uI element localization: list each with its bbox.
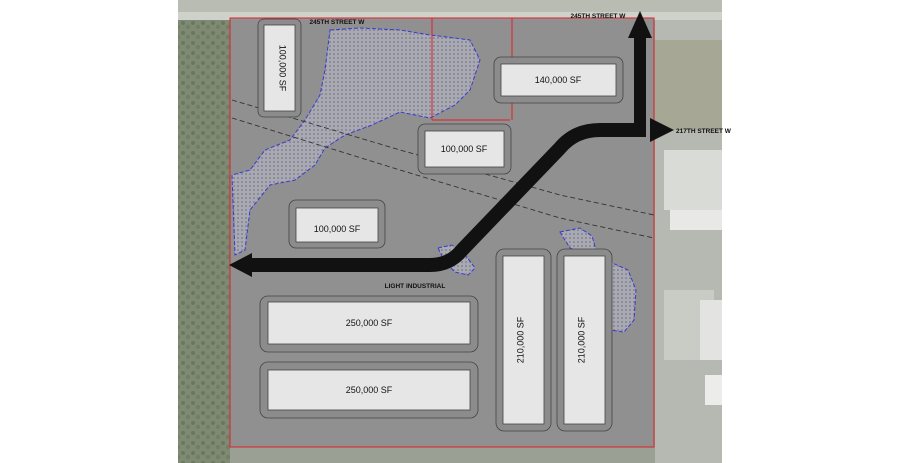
access-road-arrows xyxy=(229,11,674,277)
building-7-label: 210,000 SF xyxy=(516,316,526,363)
road-label-north-right: 245TH STREET W xyxy=(571,13,627,20)
building-1[interactable]: 100,000 SF xyxy=(257,18,302,118)
access-road-path xyxy=(246,123,640,272)
building-7[interactable]: 210,000 SF xyxy=(495,248,552,432)
arrow-west-head xyxy=(229,253,252,277)
road-label-north-left: 245TH STREET W xyxy=(310,19,366,26)
arrow-north-head xyxy=(628,11,652,38)
wetland-north xyxy=(231,27,481,256)
building-8-label: 210,000 SF xyxy=(577,316,587,363)
building-8[interactable]: 210,000 SF xyxy=(556,248,613,432)
building-4-label: 100,000 SF xyxy=(314,224,361,234)
building-3-label: 100,000 SF xyxy=(441,144,488,154)
building-1-label: 100,000 SF xyxy=(278,45,288,92)
building-3[interactable]: 100,000 SF xyxy=(417,123,512,175)
building-5[interactable]: 250,000 SF xyxy=(259,295,479,353)
building-6[interactable]: 250,000 SF xyxy=(259,361,479,419)
building-4[interactable]: 100,000 SF xyxy=(288,199,386,249)
arrow-east-head xyxy=(650,118,674,142)
building-2-label: 140,000 SF xyxy=(535,75,582,85)
building-6-label: 250,000 SF xyxy=(346,385,393,395)
road-label-east: 217TH STREET W xyxy=(676,128,732,135)
building-5-label: 250,000 SF xyxy=(346,318,393,328)
zone-label: LIGHT INDUSTRIAL xyxy=(385,283,446,290)
building-2[interactable]: 140,000 SF xyxy=(493,56,624,104)
